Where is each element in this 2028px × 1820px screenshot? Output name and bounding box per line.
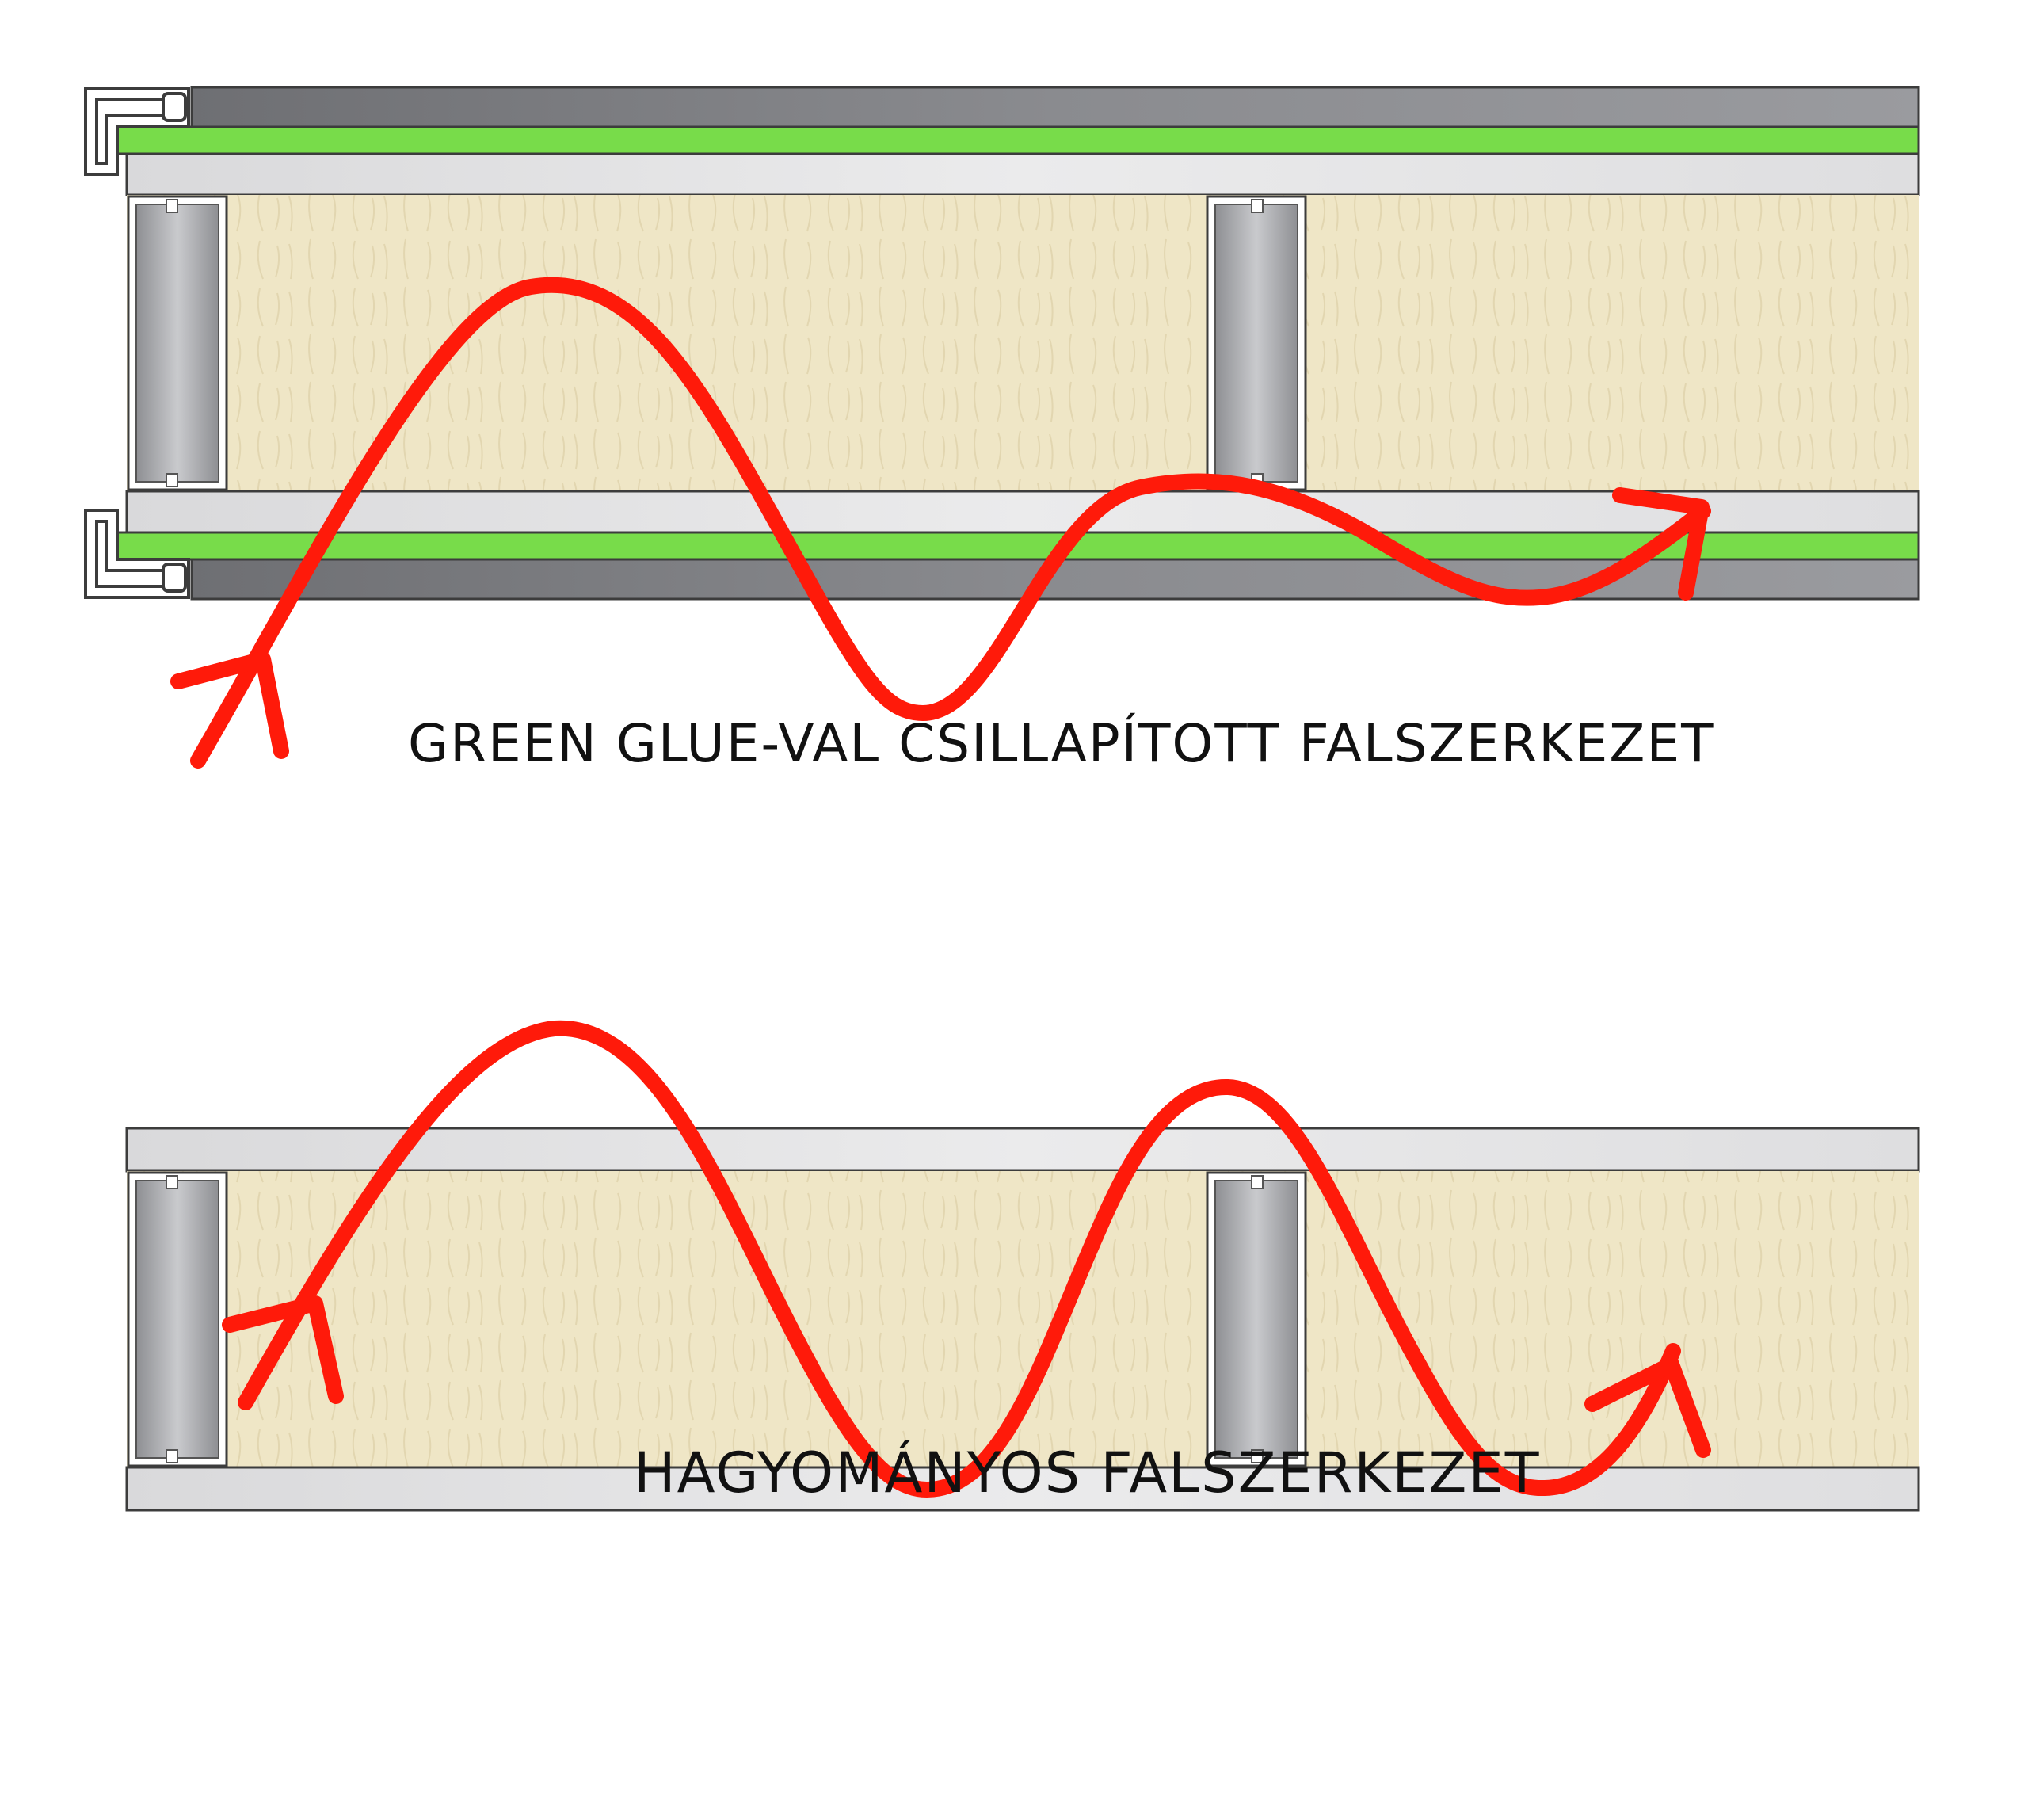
outer-board-top <box>190 86 1920 128</box>
insulation-bottom-wall <box>127 1171 1919 1467</box>
sound-wave-damped <box>170 277 1711 769</box>
caption-green-glue-wall: GREEN GLUE-VAL CSILLAPÍTOTT FALSZERKEZET <box>408 713 1715 774</box>
sound-wave-undamped <box>222 1020 1711 1498</box>
board-bottom-traditional <box>125 1466 1920 1512</box>
edge-clip-bottom <box>84 509 190 599</box>
green-glue-wall-section <box>84 86 1920 601</box>
caption-traditional-wall: HAGYOMÁNYOS FALSZERKEZET <box>634 1440 1541 1505</box>
stud-middle-bottom <box>1206 1171 1307 1467</box>
edge-clip-top <box>84 87 190 176</box>
inner-board-top <box>125 152 1920 196</box>
stud-left-bottom <box>127 1171 228 1467</box>
insulation-top-wall <box>127 195 1919 491</box>
stud-middle-top <box>1206 195 1307 491</box>
stud-left-top <box>127 195 228 491</box>
green-glue-layer-top <box>109 125 1920 155</box>
board-top-traditional <box>125 1127 1920 1173</box>
